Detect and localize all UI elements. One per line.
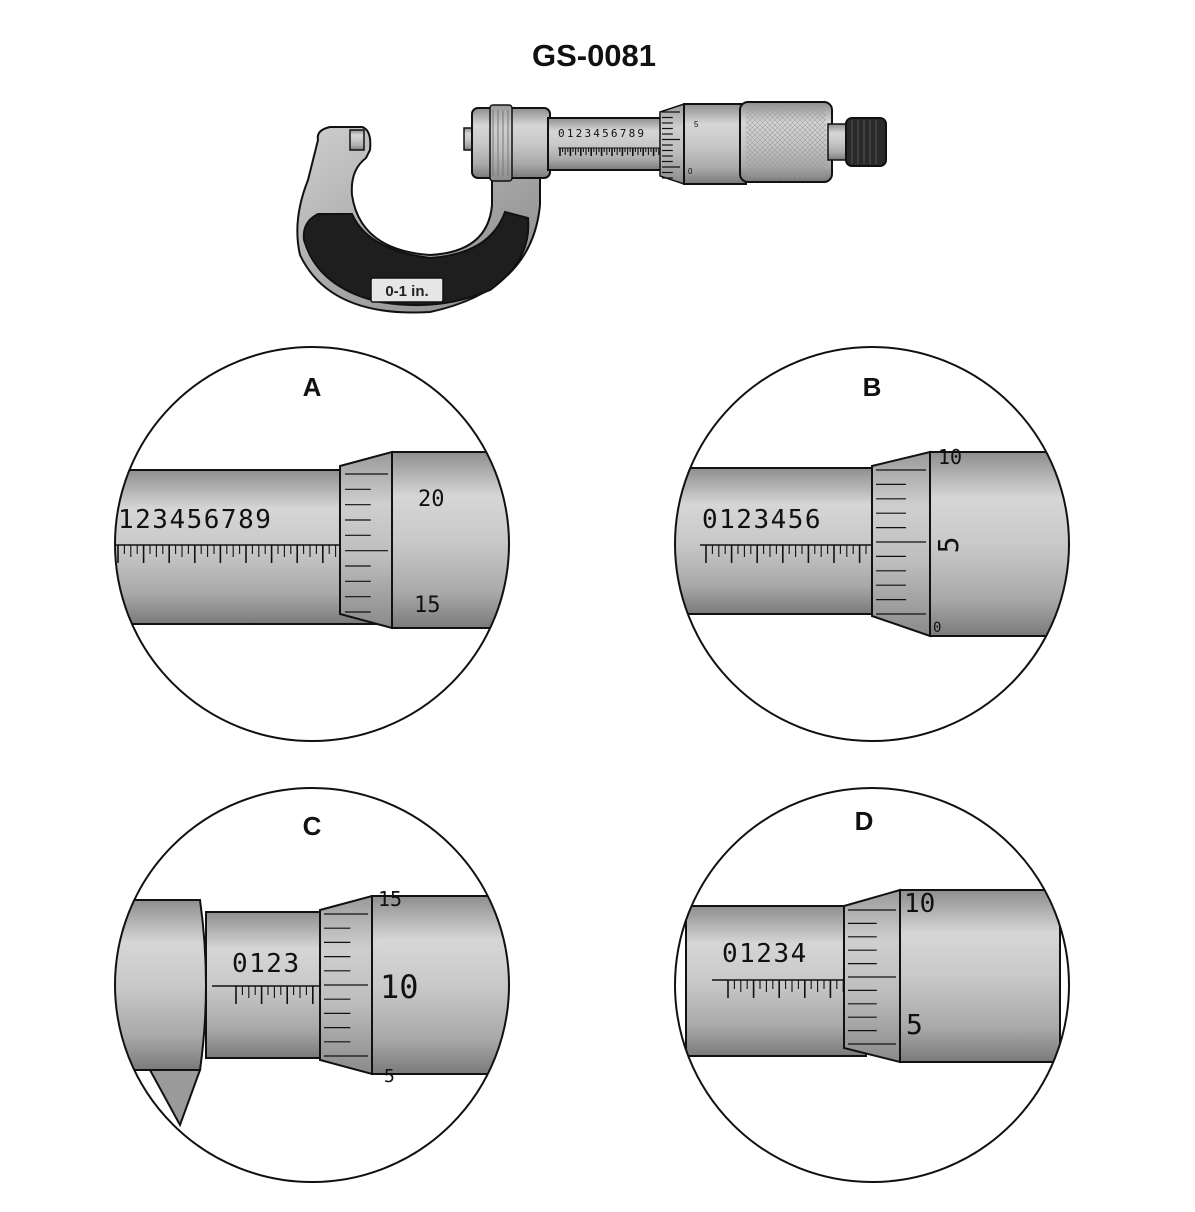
sleeve-ticks xyxy=(559,148,660,156)
panel-c-sleeve-ticks xyxy=(235,986,314,1004)
panel-a-circle xyxy=(114,346,510,742)
thimble-ticks xyxy=(662,111,680,179)
panel-b-sleeve-digits: 0123456 xyxy=(702,505,822,535)
panel-d-thimble-bevel xyxy=(843,888,901,1064)
panel-b-thimble xyxy=(929,451,1069,637)
panel-a-sleeve-ticks xyxy=(117,545,343,563)
panel-b-thimble-label-5: 5 xyxy=(932,537,965,554)
panel-b-sleeve-ticks xyxy=(705,545,880,563)
micrometer-illustration: 0-1 in. 0123456789 5 0 xyxy=(296,101,887,314)
sleeve-digits: 0123456789 xyxy=(558,127,646,140)
panel-d-thimble-label-5: 5 xyxy=(906,1008,923,1041)
panel-a-sleeve-digits: 123456789 xyxy=(118,505,272,535)
panel-a-thimble-ticks xyxy=(345,473,388,613)
panel-d-sleeve-digits: 01234 xyxy=(722,939,808,969)
panel-d: D 01234 10 5 xyxy=(674,787,1070,1183)
panel-b-thimble-ticks xyxy=(876,469,926,615)
diagram-title: GS-0081 xyxy=(532,38,656,73)
range-label: 0-1 in. xyxy=(385,283,428,300)
panel-a-thimble-label-15: 15 xyxy=(414,593,441,618)
thimble xyxy=(683,103,747,185)
panel-b-circle xyxy=(674,346,1070,742)
thimble-label-top: 5 xyxy=(694,120,699,129)
thimble-label-bottom: 0 xyxy=(688,167,693,176)
panel-c-thimble-label-5: 5 xyxy=(384,1066,395,1087)
panel-b-letter: B xyxy=(863,372,882,402)
panel-c-circle xyxy=(114,787,510,1183)
ratchet-neck xyxy=(827,123,847,161)
panel-d-sleeve xyxy=(685,905,867,1057)
panel-a-thimble-label-20: 20 xyxy=(418,487,445,512)
panel-a-thimble-bevel xyxy=(339,450,393,630)
anvil xyxy=(349,129,365,151)
panel-d-circle xyxy=(674,787,1070,1183)
sleeve xyxy=(547,117,667,171)
panel-c: C 0123 15 10 5 xyxy=(114,787,510,1183)
panel-c-thimble-ticks xyxy=(324,913,368,1057)
panel-b-thimble-label-10: 10 xyxy=(938,445,962,469)
panel-c-thimble xyxy=(371,895,509,1075)
panel-d-letter: D xyxy=(855,806,874,836)
panel-b-sleeve xyxy=(675,467,901,615)
panel-a-letter: A xyxy=(303,372,322,402)
panel-a-thimble xyxy=(391,451,509,629)
panel-c-thimble-label-15: 15 xyxy=(378,887,402,911)
panel-b-thimble-label-0: 0 xyxy=(933,620,941,636)
range-label-plate xyxy=(370,277,444,303)
panel-b-thimble-bevel xyxy=(871,450,931,638)
panel-c-sleeve-digits: 0123 xyxy=(232,949,301,979)
panel-c-sleeve xyxy=(205,911,331,1059)
panel-d-sleeve-ticks xyxy=(727,980,844,998)
panel-d-thimble-label-10: 10 xyxy=(904,889,935,919)
panel-d-thimble-ticks xyxy=(848,909,896,1045)
panel-c-letter: C xyxy=(303,811,322,841)
panel-b: B 0123456 10 5 0 xyxy=(674,346,1070,742)
panel-a: A 123456789 20 15 xyxy=(114,346,510,742)
panel-d-thimble xyxy=(899,889,1061,1063)
panel-c-thimble-label-10: 10 xyxy=(380,968,419,1006)
lock-ring xyxy=(489,104,513,182)
